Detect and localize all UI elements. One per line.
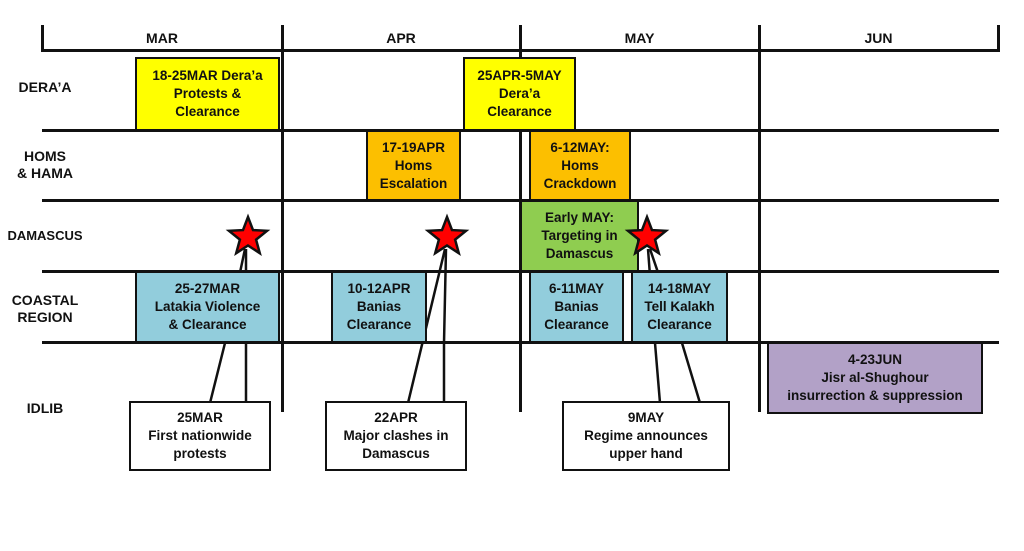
event-line: Targeting in bbox=[541, 228, 618, 243]
event-box-deraa-mar: 18-25MAR Dera’a Protests & Clearance bbox=[135, 57, 280, 131]
event-box-coastal-latakia: 25-27MAR Latakia Violence & Clearance bbox=[135, 271, 280, 343]
row-label-line: IDLIB bbox=[26, 400, 64, 416]
event-line: Latakia Violence bbox=[154, 299, 261, 314]
row-label-line: & HAMA bbox=[17, 165, 73, 181]
event-line: 17-19APR bbox=[381, 139, 446, 155]
event-line: Damascus bbox=[545, 246, 614, 261]
month-divider-mar-apr bbox=[281, 25, 284, 412]
event-line: 6-12MAY: bbox=[550, 139, 610, 155]
event-line: Early MAY: bbox=[544, 210, 615, 225]
event-line: Protests & bbox=[173, 86, 242, 101]
row-label-coastal-region: COASTAL REGION bbox=[0, 292, 90, 326]
month-divider-may-jun bbox=[758, 25, 761, 412]
month-header-apr: APR bbox=[386, 30, 416, 46]
event-box-idlib-jisr: 4-23JUN Jisr al-Shughour insurrection & … bbox=[767, 342, 983, 414]
event-line: Homs bbox=[394, 157, 433, 173]
row-divider-4 bbox=[42, 341, 999, 344]
event-line: Clearance bbox=[346, 317, 412, 332]
month-header-jun: JUN bbox=[864, 30, 893, 46]
event-line: Homs bbox=[561, 157, 599, 173]
event-line: Escalation bbox=[379, 175, 448, 191]
event-line: 10-12APR bbox=[347, 281, 411, 296]
event-line: 25APR-5MAY bbox=[477, 68, 562, 83]
event-box-coastal-banias-apr: 10-12APR Banias Clearance bbox=[331, 271, 427, 343]
event-box-coastal-tell-kalakh: 14-18MAY Tell Kalakh Clearance bbox=[631, 271, 728, 343]
event-box-coastal-banias-may: 6-11MAY Banias Clearance bbox=[529, 271, 624, 343]
milestone-line: Regime announces bbox=[584, 428, 708, 443]
star-icon bbox=[424, 213, 470, 257]
event-line: 4-23JUN bbox=[847, 352, 903, 367]
milestone-line: 25MAR bbox=[177, 410, 223, 425]
month-header-mar: MAR bbox=[146, 30, 178, 46]
row-label-homs-hama: HOMS & HAMA bbox=[0, 148, 90, 182]
row-label-idlib: IDLIB bbox=[0, 400, 90, 417]
milestone-line: Damascus bbox=[362, 446, 430, 461]
header-right-tick bbox=[997, 25, 1000, 52]
event-line: Clearance bbox=[487, 104, 552, 119]
milestone-callout-25mar: 25MAR First nationwide protests bbox=[129, 401, 271, 471]
row-label-damascus: DAMASCUS bbox=[0, 227, 90, 244]
event-line: Banias bbox=[356, 299, 402, 314]
row-label-deraa: DERA’A bbox=[0, 79, 90, 96]
milestone-line: 22APR bbox=[374, 410, 418, 425]
event-line: Clearance bbox=[544, 317, 609, 332]
row-label-line: DERA’A bbox=[18, 79, 72, 95]
event-line: Banias bbox=[554, 299, 599, 314]
month-header-may: MAY bbox=[624, 30, 655, 46]
event-line: 18-25MAR Dera’a bbox=[152, 68, 263, 83]
milestone-line: Major clashes in bbox=[343, 428, 449, 443]
milestone-line: protests bbox=[173, 446, 227, 461]
event-line: 14-18MAY bbox=[647, 281, 712, 296]
event-line: Clearance bbox=[647, 317, 712, 332]
event-line: & Clearance bbox=[168, 317, 247, 332]
event-line: Crackdown bbox=[543, 175, 617, 191]
event-line: Jisr al-Shughour bbox=[821, 370, 929, 385]
row-label-line: COASTAL bbox=[11, 292, 79, 308]
event-box-deraa-apr-may: 25APR-5MAY Dera’a Clearance bbox=[463, 57, 576, 131]
event-line: Clearance bbox=[175, 104, 240, 119]
event-line: Dera’a bbox=[498, 86, 541, 101]
event-line: insurrection & suppression bbox=[787, 388, 963, 403]
milestone-line: First nationwide bbox=[148, 428, 252, 443]
star-icon bbox=[225, 213, 271, 257]
row-label-line: DAMASCUS bbox=[7, 228, 83, 243]
row-label-line: REGION bbox=[17, 309, 73, 325]
event-box-damascus-may: Early MAY: Targeting in Damascus bbox=[520, 200, 639, 272]
milestone-callout-22apr: 22APR Major clashes in Damascus bbox=[325, 401, 467, 471]
event-box-homs-may: 6-12MAY: Homs Crackdown bbox=[529, 130, 631, 201]
event-line: 6-11MAY bbox=[548, 281, 605, 296]
event-box-homs-apr: 17-19APR Homs Escalation bbox=[366, 130, 461, 201]
event-line: 25-27MAR bbox=[174, 281, 241, 296]
milestone-callout-9may: 9MAY Regime announces upper hand bbox=[562, 401, 730, 471]
milestone-line: upper hand bbox=[609, 446, 683, 461]
row-label-line: HOMS bbox=[24, 148, 66, 164]
header-left-tick bbox=[41, 25, 44, 52]
milestone-line: 9MAY bbox=[627, 410, 665, 425]
event-line: Tell Kalakh bbox=[644, 299, 715, 314]
